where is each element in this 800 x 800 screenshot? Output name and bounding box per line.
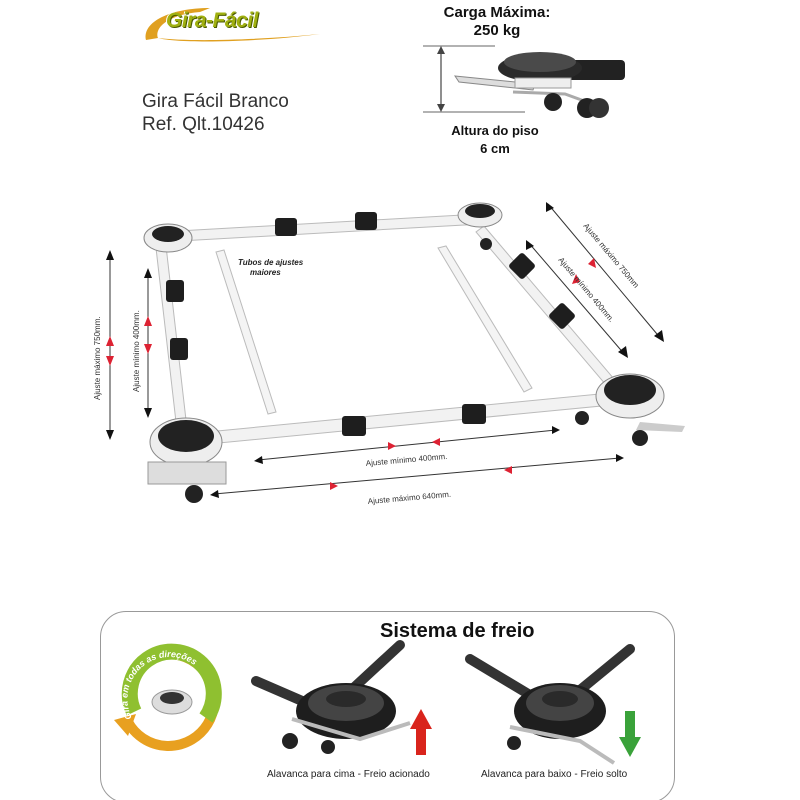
left-arrowheads (106, 250, 152, 440)
brake-illustrations (251, 640, 641, 765)
frame-diagram: Tubos de ajustes maiores Ajuste máximo 7… (93, 202, 685, 506)
frame-tubes (155, 213, 623, 447)
rotate-arrow-icon (114, 714, 136, 736)
floor-height-value: 6 cm (480, 141, 510, 156)
tubes-label-line1: Tubos de ajustes (238, 258, 304, 267)
arrow-down-icon (619, 711, 641, 757)
right-arrowheads (526, 202, 664, 358)
bottom-arrowheads (210, 426, 624, 498)
joint-connectors (166, 212, 575, 436)
logo-text: Gira-Fácil (166, 9, 258, 32)
bottom-max-label: Ajuste máximo 640mm. (367, 490, 451, 506)
brake-released-caster (465, 644, 635, 765)
right-dimension-arrows (527, 203, 663, 357)
extension-tubes (215, 245, 533, 415)
rotation-badge: Gira em todas as direções (114, 643, 222, 751)
caster-closeup-illustration (423, 45, 625, 118)
tubes-label-line2: maiores (250, 268, 281, 277)
caption-brake-off: Alavanca para baixo - Freio solto (481, 769, 628, 780)
logo-swoosh-icon (145, 8, 320, 42)
left-dimension-arrows (109, 254, 149, 436)
arrow-up-icon (410, 709, 432, 755)
max-load-title: Carga Máxima: (443, 4, 551, 21)
left-max-label: Ajuste máximo 750mm. (93, 316, 102, 400)
corner-casters (143, 202, 685, 503)
bottom-dimension-arrows (213, 429, 621, 495)
product-ref: Ref. Qlt.10426 (142, 114, 265, 135)
brand-logo: Gira-Fácil (140, 4, 330, 46)
brake-engaged-caster (251, 640, 411, 754)
bottom-min-label: Ajuste mínimo 400mm. (365, 452, 447, 468)
product-name: Gira Fácil Branco (142, 91, 289, 112)
max-load-value: 250 kg (473, 22, 521, 39)
caption-brake-on: Alavanca para cima - Freio acionado (267, 769, 430, 780)
brake-system-title: Sistema de freio (380, 620, 535, 642)
floor-height-title: Altura do piso (451, 123, 539, 138)
left-min-label: Ajuste mínimo 400mm. (132, 310, 141, 392)
